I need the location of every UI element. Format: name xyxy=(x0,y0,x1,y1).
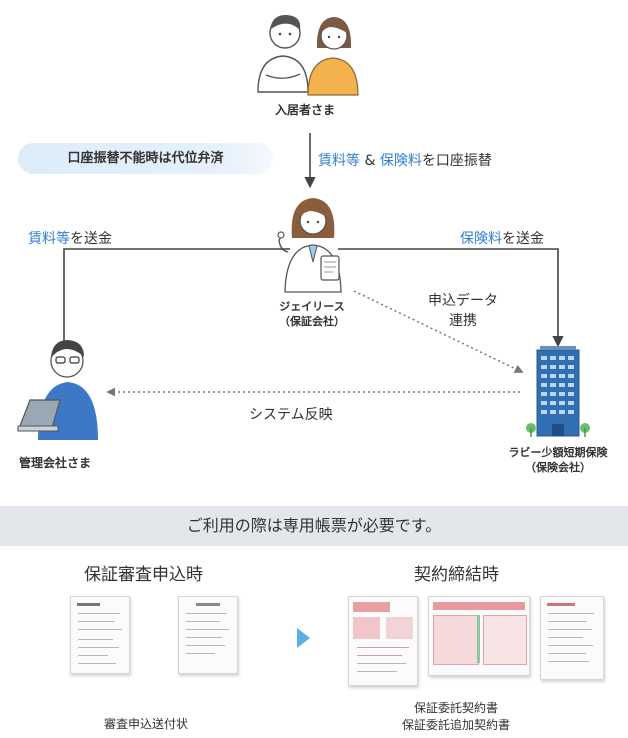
application-form-thumbnail xyxy=(70,596,130,674)
contract-form-thumbnail-2 xyxy=(428,596,530,676)
system-reflection-label: システム反映 xyxy=(249,407,333,423)
contract-form-thumbnail-3 xyxy=(540,596,604,680)
debit-premium-text: 保険料 xyxy=(379,153,422,169)
debit-label: 賃料等 & 保険料を口座振替 xyxy=(318,150,492,170)
data-link-line2: 連携 xyxy=(449,313,477,330)
debit-rent-text: 賃料等 xyxy=(318,153,360,169)
forms-required-banner: ご利用の際は専用帳票が必要です。 xyxy=(0,506,628,546)
application-forms-heading: 保証審査申込時 xyxy=(84,565,203,585)
insurer-label: ラビー少額短期保険 （保険会社） xyxy=(483,446,628,476)
premium-transfer-label: 保険料を送金 xyxy=(460,228,544,248)
rent-transfer-label: 賃料等を送金 xyxy=(28,228,112,248)
insurer-building-illustration xyxy=(526,346,590,437)
insurer-name: ラビー少額短期保険 xyxy=(508,446,608,459)
application-caption: 審査申込送付状 xyxy=(104,717,189,731)
manager-label: 管理会社さま xyxy=(19,456,92,470)
debit-suffix-text: を口座振替 xyxy=(421,153,492,169)
guarantor-role: （保証会社） xyxy=(279,314,345,328)
manager-illustration xyxy=(17,340,98,440)
guarantor-name: ジェイリース xyxy=(279,300,345,313)
contract-caption-line1: 保証委託契約書 xyxy=(413,701,498,715)
rent-text: 賃料等 xyxy=(28,231,70,247)
guarantor-operator-illustration xyxy=(277,198,342,293)
contract-caption: 保証委託契約書 保証委託追加契約書 xyxy=(386,700,526,734)
tenant-couple-illustration xyxy=(257,14,359,96)
contract-caption-line2: 保証委託追加契約書 xyxy=(401,717,510,732)
data-link-label: 申込データ 連携 xyxy=(413,291,513,332)
data-link-line1: 申込データ xyxy=(428,293,498,309)
rent-transfer-arrow xyxy=(58,248,290,358)
rent-suffix-text: を送金 xyxy=(70,231,112,247)
premium-transfer-arrow xyxy=(338,248,564,348)
guarantor-label: ジェイリース （保証会社） xyxy=(262,300,362,330)
premium-text: 保険料 xyxy=(460,231,502,247)
premium-suffix-text: を送金 xyxy=(502,231,544,247)
contract-form-thumbnail-1 xyxy=(348,596,418,686)
debit-ampersand-text: & xyxy=(360,153,380,169)
tenant-label: 入居者さま xyxy=(275,103,336,117)
forms-arrow-icon xyxy=(297,628,310,648)
application-cover-thumbnail xyxy=(178,596,238,674)
data-link-arrow xyxy=(353,290,524,373)
contract-forms-heading: 契約締結時 xyxy=(414,565,499,585)
insurer-role: （保険会社） xyxy=(525,460,591,474)
subrogation-pill: 口座振替不能時は代位弁済 xyxy=(18,143,273,174)
